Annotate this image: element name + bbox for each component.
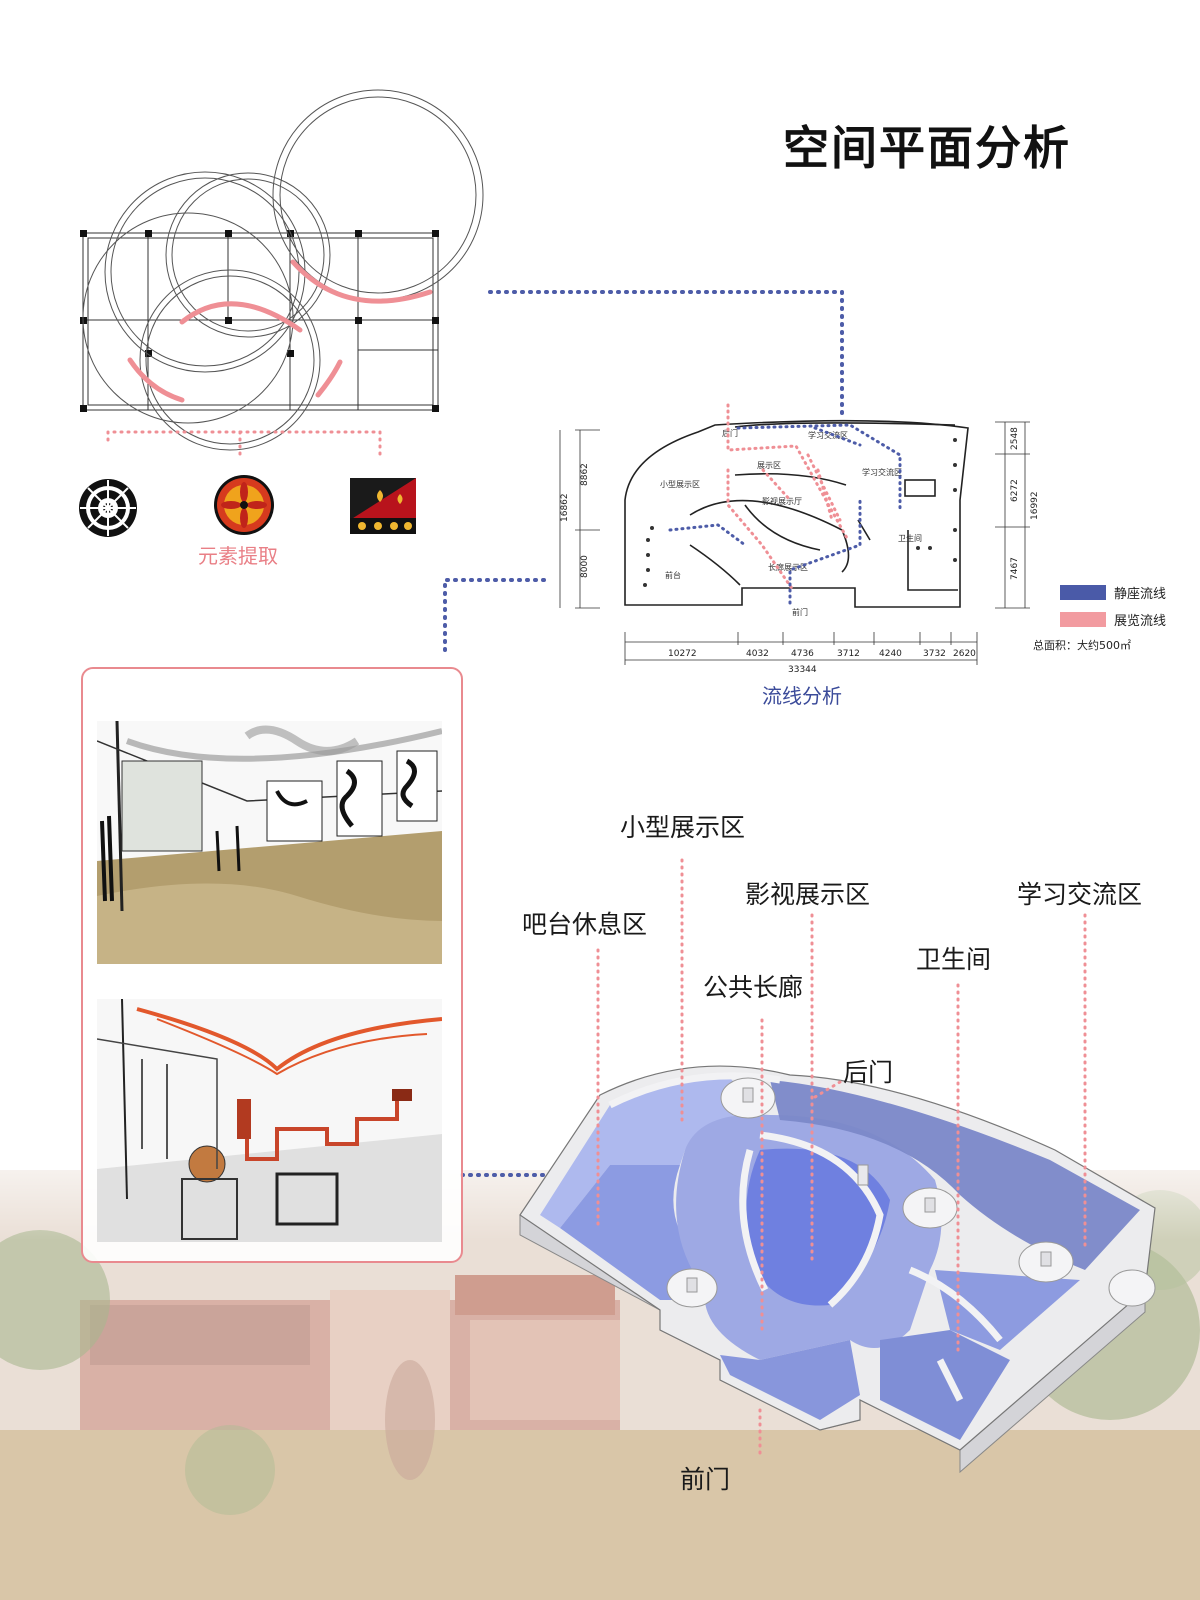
bottom-dim-5: 4240 [879, 649, 902, 659]
plan-label-corridor: 长廊展示区 [768, 562, 808, 572]
left-dim-upper: 8862 [580, 463, 590, 486]
right-dim-middle: 6272 [1010, 479, 1020, 502]
label-front-door: 前门 [680, 1465, 731, 1494]
interior-sketch-top [97, 721, 442, 964]
plan-label-study-top: 学习交流区 [808, 430, 848, 440]
total-area-text: 总面积：大约500㎡ [1033, 639, 1131, 652]
left-dim-total: 16862 [560, 493, 570, 522]
legend-swatch-pink [1060, 612, 1106, 627]
flow-analysis-caption: 流线分析 [762, 684, 842, 708]
label-restroom: 卫生间 [916, 945, 992, 974]
plan-label-front-desk: 前台 [665, 570, 681, 580]
legend-label-exhibit-flow: 展览流线 [1114, 614, 1167, 629]
sketch-bottom-drawing [97, 999, 442, 1242]
legend-exhibit-flow: 展览流线 [1060, 610, 1166, 629]
bottom-dim-1: 10272 [668, 649, 697, 659]
plan-label-small-exhibit: 小型展示区 [660, 480, 700, 489]
label-bar-lounge: 吧台休息区 [522, 910, 648, 939]
label-film-exhibit: 影视展示区 [745, 880, 871, 909]
legend-static-flow: 静座流线 [1060, 583, 1166, 602]
plan-label-film-hall: 影视展示厅 [762, 496, 802, 506]
plan-label-restroom: 卫生间 [898, 533, 922, 543]
sketch-top-drawing [97, 721, 442, 964]
right-dim-total: 16992 [1030, 491, 1040, 520]
bottom-dim-4: 3712 [837, 649, 860, 659]
right-dim-top: 2548 [1010, 427, 1020, 450]
plan-label-study: 学习交流区 [862, 467, 902, 477]
bottom-dim-3: 4736 [791, 649, 814, 659]
left-dim-lower: 8000 [580, 555, 590, 578]
label-small-exhibit: 小型展示区 [620, 813, 746, 842]
bottom-dim-6: 3732 [923, 649, 946, 659]
label-public-corridor: 公共长廊 [703, 973, 804, 1002]
bottom-dim-2: 4032 [746, 649, 769, 659]
plan-label-exhibit: 展示区 [757, 461, 781, 470]
label-study-exchange: 学习交流区 [1017, 880, 1143, 909]
bottom-dim-total: 33344 [788, 665, 817, 675]
page-title: 空间平面分析 [783, 121, 1071, 175]
legend-label-static-flow: 静座流线 [1114, 587, 1167, 602]
bottom-dim-7: 2620 [953, 649, 976, 659]
legend-swatch-blue [1060, 585, 1106, 600]
right-dim-bottom: 7467 [1010, 557, 1020, 580]
plan-label-front-door: 前门 [792, 607, 808, 617]
element-extraction-caption: 元素提取 [198, 544, 278, 568]
interior-sketch-panel [81, 667, 463, 1263]
interior-sketch-bottom [97, 999, 442, 1242]
plan-label-back-door: 后门 [722, 428, 738, 438]
label-back-door: 后门 [843, 1058, 894, 1087]
